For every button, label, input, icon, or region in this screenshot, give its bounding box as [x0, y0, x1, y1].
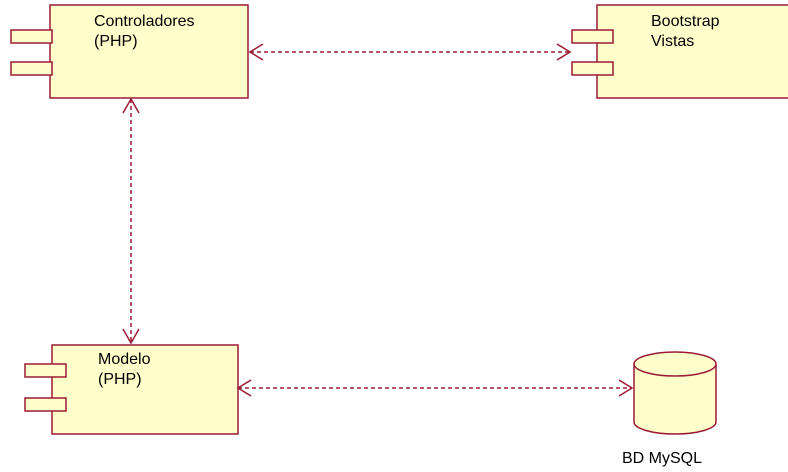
arrowhead-right — [556, 43, 572, 61]
label-modelo: Modelo (PHP) — [98, 350, 150, 390]
component-port-bottom — [24, 397, 67, 412]
label-database: BD MySQL — [622, 450, 703, 467]
component-controladores[interactable] — [10, 4, 249, 99]
database-cylinder-icon[interactable] — [633, 351, 717, 435]
label-bootstrap-line1: Bootstrap — [651, 13, 720, 30]
component-port-top — [10, 29, 53, 44]
component-bootstrap[interactable] — [571, 4, 788, 99]
label-controladores-line2: (PHP) — [94, 33, 138, 50]
arrowhead-right — [618, 379, 634, 397]
arrowhead-left — [236, 379, 252, 397]
component-body — [596, 4, 788, 99]
label-bootstrap-line2: Vistas — [651, 33, 695, 50]
component-port-bottom — [10, 61, 53, 76]
component-body — [49, 4, 249, 99]
arrowhead-left — [248, 43, 264, 61]
label-modelo-line1: Modelo — [98, 351, 151, 368]
arrowhead-up — [122, 97, 140, 114]
connector-controladores-modelo[interactable] — [122, 97, 140, 345]
label-modelo-line2: (PHP) — [98, 371, 142, 388]
cylinder-body — [633, 364, 717, 435]
component-port-top — [24, 363, 67, 378]
connector-modelo-database[interactable] — [236, 379, 634, 397]
connector-controladores-bootstrap[interactable] — [248, 43, 572, 61]
component-port-top — [571, 29, 614, 44]
label-controladores: Controladores (PHP) — [94, 12, 195, 52]
label-controladores-line1: Controladores — [94, 13, 195, 30]
component-body — [51, 344, 239, 435]
label-bootstrap: Bootstrap Vistas — [651, 12, 719, 52]
cylinder-top — [633, 351, 717, 377]
arrowhead-down — [122, 328, 140, 345]
component-port-bottom — [571, 61, 614, 76]
component-modelo[interactable] — [24, 344, 239, 435]
